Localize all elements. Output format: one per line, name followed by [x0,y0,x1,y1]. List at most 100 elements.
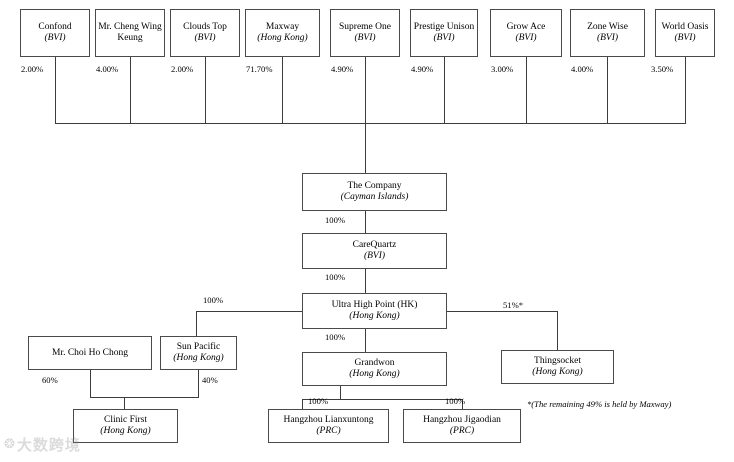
node-clouds-top-location: (BVI) [194,33,216,43]
label-company-pct: 100% [325,215,346,225]
edge-worldoasis-drop [685,57,686,123]
edge-carequartz-to-uhp [365,269,366,293]
label-thingsocket-pct: 51%* [503,300,524,310]
node-thingsocket-location: (Hong Kong) [532,367,583,377]
label-sunpacific-pct: 100% [203,295,224,305]
watermark: ❂ 大数跨境 [4,434,81,455]
node-world-oasis-location: (BVI) [674,33,696,43]
edge-hangzhou-bus [302,399,462,400]
edge-confond-drop [55,57,56,123]
node-hangzhou-jigaodian[interactable]: Hangzhou Jigaodian (PRC) [403,409,521,443]
node-clinic-first-location: (Hong Kong) [100,426,151,436]
label-confond-pct: 2.00% [21,64,44,74]
node-sun-pacific[interactable]: Sun Pacific (Hong Kong) [160,336,237,370]
edge-supremeone-drop [365,57,366,123]
node-prestige-unison-location: (BVI) [433,33,455,43]
node-sun-pacific-location: (Hong Kong) [173,353,224,363]
node-hangzhou-lianxuntong-location: (PRC) [316,426,341,436]
node-supreme-one-location: (BVI) [354,33,376,43]
edge-bus-to-jigaodian [462,399,463,409]
node-the-company-name: The Company [347,181,402,192]
label-prestige-pct: 4.90% [411,64,434,74]
node-clinic-first-name: Clinic First [103,415,148,426]
node-hangzhou-lianxuntong[interactable]: Hangzhou Lianxuntong (PRC) [268,409,389,443]
edge-growace-drop [526,57,527,123]
node-thingsocket[interactable]: Thingsocket (Hong Kong) [501,350,614,384]
node-maxway[interactable]: Maxway (Hong Kong) [245,9,320,57]
label-sunpacific-40: 40% [202,375,218,385]
node-maxway-location: (Hong Kong) [257,33,308,43]
label-maxway-pct: 71.70% [246,64,273,74]
node-choi-ho-chong-name: Mr. Choi Ho Chong [51,347,128,358]
footnote-maxway-remaining: *(The remaining 49% is held by Maxway) [527,399,672,409]
label-worldoasis-pct: 3.50% [651,64,674,74]
node-the-company[interactable]: The Company (Cayman Islands) [302,173,447,211]
node-zone-wise[interactable]: Zone Wise (BVI) [570,9,645,57]
label-choi-pct: 60% [42,375,58,385]
node-sun-pacific-name: Sun Pacific [176,342,221,353]
node-the-company-location: (Cayman Islands) [340,192,409,202]
edge-uhp-to-thingsocket-vertical [557,311,558,350]
watermark-text: 大数跨境 [16,436,81,454]
node-choi-ho-chong[interactable]: Mr. Choi Ho Chong [28,336,152,370]
node-grow-ace-location: (BVI) [515,33,537,43]
node-hangzhou-lianxuntong-name: Hangzhou Lianxuntong [283,415,374,426]
label-carequartz-pct: 100% [325,272,346,282]
edge-uhp-to-sunpacific-horizontal [196,311,302,312]
edge-cloudstop-drop [205,57,206,123]
node-clinic-first[interactable]: Clinic First (Hong Kong) [73,409,178,443]
edge-shareholder-bus [55,123,686,124]
node-ultra-high-point[interactable]: Ultra High Point (HK) (Hong Kong) [302,293,447,329]
node-grow-ace[interactable]: Grow Ace (BVI) [490,9,562,57]
label-zonewise-pct: 4.00% [571,64,594,74]
edge-maxway-drop [282,57,283,123]
node-maxway-name: Maxway [265,22,300,33]
node-confond-name: Confond [38,22,72,33]
label-growace-pct: 3.00% [491,64,514,74]
label-cloudstop-pct: 2.00% [171,64,194,74]
node-cheng-wing-keung[interactable]: Mr. Cheng Wing Keung [95,9,165,57]
node-grandwon-name: Grandwon [354,358,395,369]
node-thingsocket-name: Thingsocket [534,356,581,367]
node-hangzhou-jigaodian-name: Hangzhou Jigaodian [423,415,501,426]
node-carequartz-name: CareQuartz [352,240,397,251]
node-zone-wise-name: Zone Wise [587,22,628,33]
node-confond-location: (BVI) [44,33,66,43]
node-ultra-high-point-name: Ultra High Point (HK) [331,300,418,311]
node-grandwon-location: (Hong Kong) [349,369,400,379]
edge-grandwon-drop [340,386,341,399]
node-supreme-one-name: Supreme One [339,22,391,33]
edge-bus-to-clinicfirst [124,397,125,409]
node-clouds-top[interactable]: Clouds Top (BVI) [170,9,240,57]
node-world-oasis[interactable]: World Oasis (BVI) [655,9,715,57]
label-cheng-pct: 4.00% [96,64,119,74]
edge-bus-to-company [365,123,366,173]
watermark-logo-icon: ❂ [4,437,15,452]
node-prestige-unison[interactable]: Prestige Unison (BVI) [410,9,478,57]
node-cheng-wing-keung-name: Mr. Cheng Wing Keung [98,22,162,43]
node-grow-ace-name: Grow Ace [506,22,546,33]
node-grandwon[interactable]: Grandwon (Hong Kong) [302,352,447,386]
node-clouds-top-name: Clouds Top [183,22,227,33]
node-world-oasis-name: World Oasis [661,22,709,33]
edge-cheng-drop [130,57,131,123]
node-carequartz[interactable]: CareQuartz (BVI) [302,233,447,269]
edge-bus-to-lianxuntong [302,399,303,409]
node-confond[interactable]: Confond (BVI) [20,9,90,57]
edge-choi-drop [90,370,91,397]
node-supreme-one[interactable]: Supreme One (BVI) [330,9,400,57]
edge-sunpacific-drop [198,370,199,397]
edge-prestige-drop [444,57,445,123]
edge-uhp-to-thingsocket-horizontal [447,311,558,312]
edge-clinicfirst-bus [90,397,199,398]
node-zone-wise-location: (BVI) [596,33,619,43]
edge-uhp-to-sunpacific-vertical [196,311,197,336]
label-supremeone-pct: 4.90% [331,64,354,74]
label-lianxuntong-pct: 100% [308,396,329,406]
edge-company-to-carequartz [365,211,366,233]
node-ultra-high-point-location: (Hong Kong) [349,311,400,321]
node-carequartz-location: (BVI) [363,251,386,261]
edge-uhp-to-grandwon [365,329,366,352]
edge-zonewise-drop [607,57,608,123]
